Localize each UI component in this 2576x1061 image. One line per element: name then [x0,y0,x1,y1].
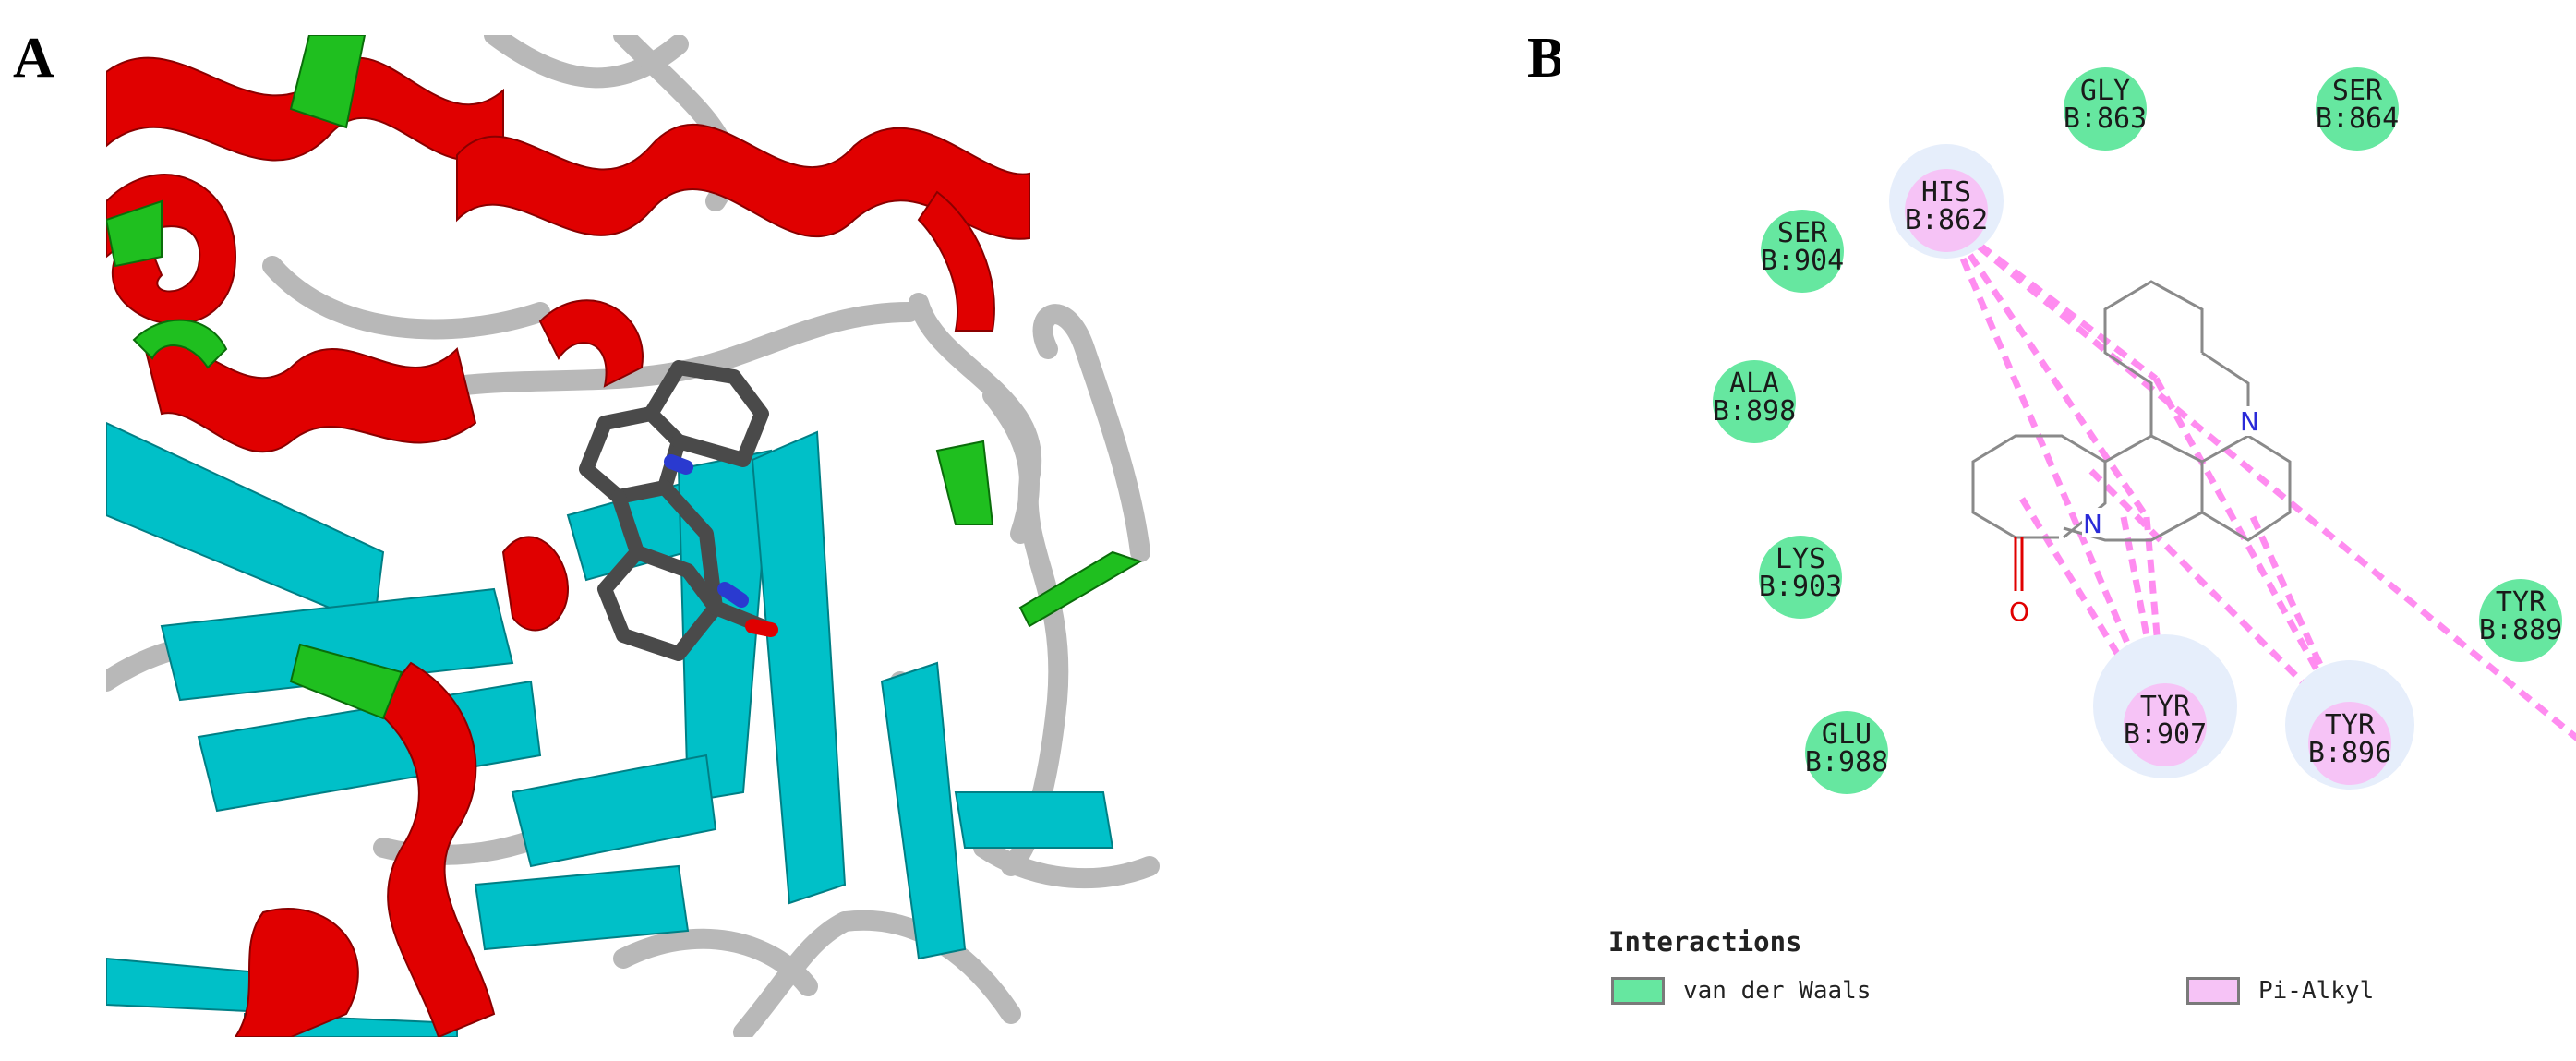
nitrogen-label-1: N [2083,509,2102,539]
residue-name: SER [1777,217,1828,249]
residue-position: B:903 [1759,571,1842,603]
residue-position: B:864 [2316,102,2399,135]
ligand-atom-labels: N N O [2008,406,2263,627]
alpha-helices [106,56,1030,1037]
residue-glu988: GLU B:988 [1805,711,1888,794]
beta-sheet-strands [106,421,1114,1037]
nitrogen-label-2: N [2240,406,2259,437]
protein-ribbon-3d-view [106,35,1186,1037]
residue-position: B:863 [2064,102,2147,135]
legend-swatch-vdw [1611,977,1665,1005]
oxygen-label: O [2009,597,2029,627]
residue-his862: HIS B:862 [1905,169,1988,252]
interaction-diagram-2d: N N O GLY B:863 SER B:864 HIS B:862 SER … [1560,0,2576,1061]
legend-item-pi-alkyl: Pi-Alkyl [2186,977,2374,1005]
legend-swatch-pi [2186,977,2240,1005]
ligand-stick-model [579,360,769,661]
residue-gly863: GLY B:863 [2064,67,2147,151]
ligand-heteroatoms [664,454,778,637]
residue-name: TYR [2496,586,2546,619]
legend-item-van-der-waals: van der Waals [1611,977,1872,1005]
residue-name: GLY [2080,75,2130,107]
legend-label: van der Waals [1683,977,1872,1005]
residue-position: B:988 [1805,746,1888,778]
turn-segments [106,35,1143,720]
residue-position: B:904 [1761,245,1844,277]
residue-name: TYR [2325,709,2376,741]
residue-name: TYR [2140,691,2191,723]
residue-position: B:907 [2124,718,2207,751]
residue-position: B:898 [1713,395,1796,428]
legend-title: Interactions [1608,926,1802,958]
residue-ala898: ALA B:898 [1713,360,1796,443]
residue-position: B:896 [2308,737,2391,769]
residue-tyr896: TYR B:896 [2308,702,2391,785]
residue-name: ALA [1729,368,1779,400]
residue-name: LYS [1776,543,1825,575]
residue-name: GLU [1822,718,1872,751]
residue-lys903: LYS B:903 [1759,536,1842,619]
residue-name: HIS [1921,176,1971,209]
residue-tyr889: TYR B:889 [2479,579,2562,662]
residue-name: SER [2332,75,2383,107]
residue-discs: GLY B:863 SER B:864 HIS B:862 SER B:904 … [1713,67,2562,794]
residue-ser904: SER B:904 [1761,210,1844,293]
residue-tyr907: TYR B:907 [2124,683,2207,766]
residue-position: B:862 [1905,204,1988,236]
legend-label: Pi-Alkyl [2258,977,2375,1005]
panel-label-a: A [13,27,54,90]
residue-position: B:889 [2479,614,2562,646]
residue-ser864: SER B:864 [2316,67,2399,151]
panel-label-b: B [1527,27,1566,90]
